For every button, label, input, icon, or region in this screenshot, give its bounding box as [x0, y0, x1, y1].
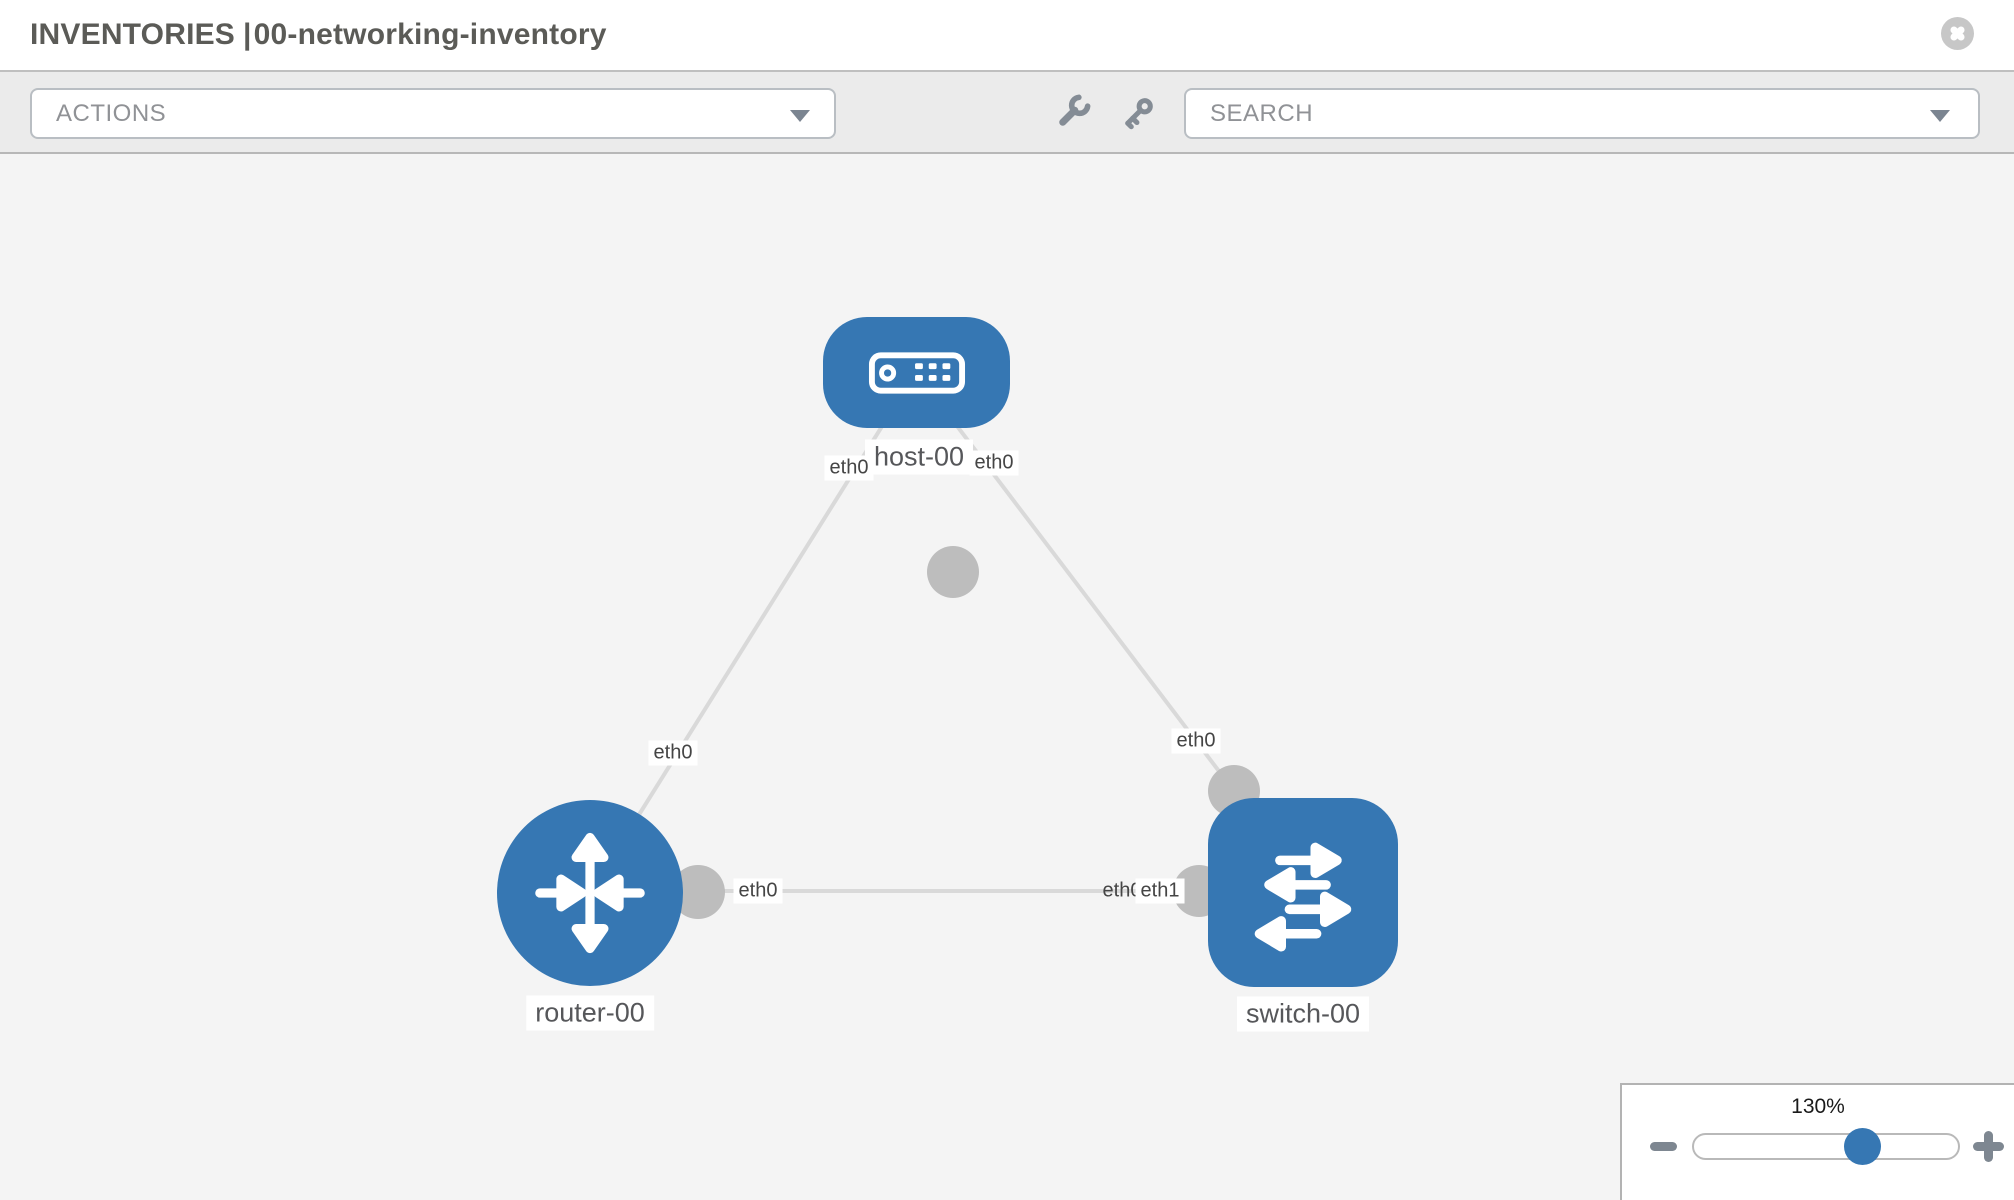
breadcrumb-section: INVENTORIES — [30, 18, 236, 51]
node-label-router: router-00 — [526, 995, 654, 1031]
header: INVENTORIES | 00-networking-inventory — [0, 0, 2014, 70]
chevron-down-icon — [790, 110, 810, 122]
actions-dropdown-label: ACTIONS — [56, 100, 167, 127]
toolbar: ACTIONS SEARCH — [0, 70, 2014, 154]
interface-dot-host — [927, 546, 979, 598]
port-label-host-right: eth0 — [969, 450, 1019, 476]
zoom-slider-track[interactable] — [1692, 1133, 1960, 1160]
close-button[interactable] — [1941, 17, 1974, 50]
node-switch-00[interactable] — [1208, 798, 1398, 987]
chevron-down-icon — [1930, 110, 1950, 122]
breadcrumb-name: 00-networking-inventory — [253, 18, 607, 51]
zoom-in-button[interactable] — [1973, 1131, 2004, 1162]
topology-canvas[interactable]: host-00 router-00 switch-00 eth0 eth0 et… — [0, 154, 2014, 1200]
page-title: INVENTORIES | 00-networking-inventory — [30, 0, 617, 70]
server-icon — [868, 351, 965, 394]
breadcrumb-separator: | — [243, 18, 252, 51]
node-router-00[interactable] — [497, 800, 683, 986]
node-label-host: host-00 — [864, 439, 974, 475]
switch-icon — [1254, 842, 1352, 951]
zoom-slider-handle[interactable] — [1844, 1128, 1881, 1165]
port-label-switch-front: eth1 — [1135, 878, 1185, 904]
port-label-switch-top: eth0 — [1171, 728, 1221, 754]
port-label-router-right: eth0 — [733, 878, 783, 904]
topology-links — [588, 370, 1236, 895]
port-label-router-top: eth0 — [648, 740, 698, 766]
node-label-switch: switch-00 — [1236, 996, 1370, 1032]
key-icon[interactable] — [1118, 86, 1158, 142]
zoom-panel: 130% — [1620, 1083, 2014, 1200]
search-dropdown[interactable]: SEARCH — [1184, 88, 1980, 139]
wrench-icon[interactable] — [1053, 85, 1093, 141]
port-label-switch-back: eth0 — [1102, 879, 1142, 902]
zoom-out-button[interactable] — [1650, 1142, 1677, 1151]
search-dropdown-label: SEARCH — [1210, 100, 1314, 127]
port-label-host-left: eth0 — [824, 455, 874, 481]
node-host-00[interactable] — [823, 317, 1010, 428]
plus-icon — [1984, 1131, 1993, 1162]
router-icon — [535, 832, 645, 954]
zoom-level-label: 130% — [1791, 1095, 1845, 1118]
actions-dropdown[interactable]: ACTIONS — [30, 88, 836, 139]
